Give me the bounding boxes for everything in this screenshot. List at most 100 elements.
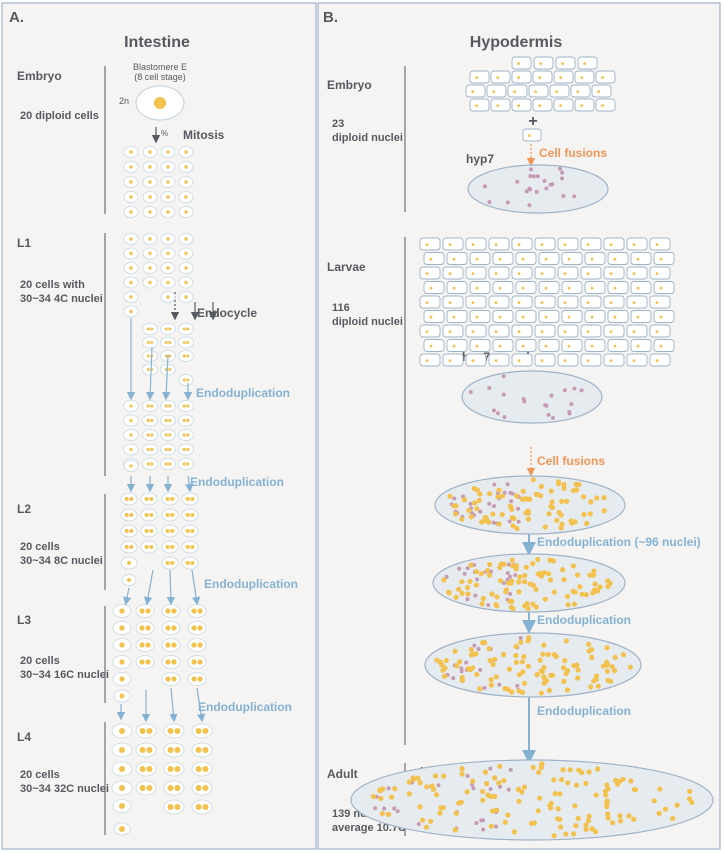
intestine-cell	[160, 146, 176, 158]
nucleus	[202, 747, 209, 753]
nucleus	[164, 447, 168, 452]
cell-body	[419, 353, 441, 367]
nucleus	[139, 642, 145, 648]
hypodermal-cell	[488, 353, 510, 367]
endoduplicated-nucleus	[509, 598, 515, 604]
pink-nucleus	[470, 511, 475, 516]
intestine-cell	[142, 206, 158, 218]
stage-desc-line: 20 cells	[20, 541, 60, 553]
pink-nucleus	[478, 509, 483, 514]
intestine-cell	[161, 672, 181, 686]
endoduplicated-nucleus	[468, 647, 474, 653]
intestine-cell	[123, 176, 139, 188]
cell-body	[649, 266, 671, 280]
pink-nucleus	[524, 189, 529, 194]
pink-nucleus	[482, 685, 487, 690]
hypodermal-cell	[538, 310, 560, 323]
endoduplicated-nucleus	[577, 584, 583, 590]
endoduplicated-nucleus	[535, 556, 541, 563]
hypodermal-cell	[630, 310, 652, 323]
endoduplicated-nucleus	[423, 824, 430, 830]
cell-body	[135, 723, 157, 739]
hypodermal-cell	[469, 281, 491, 294]
pink-nucleus	[478, 667, 483, 672]
endoduplicated-nucleus	[560, 767, 566, 773]
endoduplicated-nucleus	[564, 687, 571, 693]
hypodermal-cell	[534, 295, 556, 309]
pink-nucleus	[392, 806, 397, 811]
hypodermal-cell	[492, 252, 514, 265]
nucleus	[498, 286, 502, 290]
nucleus	[168, 462, 172, 466]
nucleus	[540, 301, 544, 304]
cell-body	[469, 310, 491, 323]
nucleus	[513, 90, 517, 93]
cell-body	[603, 295, 625, 309]
hypodermal-cell	[423, 339, 445, 352]
cell-body	[469, 252, 491, 265]
endoduplicated-nucleus	[441, 673, 448, 679]
nucleus	[544, 315, 548, 319]
endoduplicated-nucleus	[510, 605, 516, 612]
nucleus	[539, 62, 543, 65]
nucleus	[129, 309, 133, 314]
nucleus	[197, 659, 203, 665]
pink-nucleus	[452, 496, 457, 501]
stage-desc-line: 30~34 8C nuclei	[20, 555, 103, 567]
endoduplication-label-3: Endoduplication	[204, 577, 298, 591]
pink-nucleus	[459, 666, 464, 671]
hypodermal-cell	[469, 310, 491, 323]
blastomere-title: Blastomere E	[133, 62, 187, 72]
cell-body	[442, 353, 464, 367]
endoduplicated-nucleus	[628, 778, 634, 784]
intestine-cell	[112, 604, 132, 618]
intestine-cell	[160, 233, 176, 245]
nucleus	[540, 272, 544, 275]
nucleus	[148, 237, 152, 241]
endoduplicated-nucleus	[490, 511, 496, 517]
nucleus	[119, 676, 125, 682]
endoduplicated-nucleus	[489, 591, 495, 597]
nucleus	[186, 404, 190, 408]
cell-body	[630, 310, 652, 323]
pink-nucleus	[558, 166, 563, 171]
endoduplicated-nucleus	[474, 506, 480, 512]
nucleus	[563, 330, 567, 333]
pink-nucleus	[501, 374, 506, 379]
endoduplicated-nucleus	[482, 640, 488, 646]
nucleus	[195, 785, 202, 791]
hypodermal-cell	[607, 310, 629, 323]
endoduplicated-nucleus	[459, 677, 466, 684]
nucleus	[171, 608, 177, 614]
nucleus	[471, 272, 475, 275]
cell-body	[442, 324, 464, 338]
endoduplicated-nucleus	[392, 786, 398, 792]
intestine-cell	[191, 780, 213, 796]
cell-body	[187, 655, 207, 669]
endoduplicated-nucleus	[447, 493, 453, 499]
nucleus	[185, 545, 190, 549]
hypodermal-cell	[492, 281, 514, 294]
nucleus	[150, 433, 154, 437]
endoduplicated-nucleus	[465, 666, 471, 672]
nucleus	[184, 180, 188, 184]
nucleus	[165, 642, 171, 648]
nucleus	[559, 76, 563, 79]
nucleus	[601, 104, 605, 107]
cell-body	[511, 70, 532, 84]
nucleus	[186, 378, 190, 382]
endoduplicated-nucleus	[525, 508, 531, 514]
ploidy-label: 2n	[119, 96, 129, 106]
cell-body	[423, 252, 445, 265]
nucleus	[146, 785, 153, 791]
hypodermal-cell	[469, 70, 490, 84]
nucleus	[448, 301, 452, 304]
cell-body	[161, 508, 179, 522]
endoduplicated-nucleus	[572, 803, 578, 809]
cell-body	[630, 281, 652, 294]
nucleus	[129, 497, 134, 501]
hypodermal-cell	[607, 252, 629, 265]
cell-body	[492, 310, 514, 323]
intestine-cell	[142, 414, 158, 427]
cell-body	[465, 353, 487, 367]
